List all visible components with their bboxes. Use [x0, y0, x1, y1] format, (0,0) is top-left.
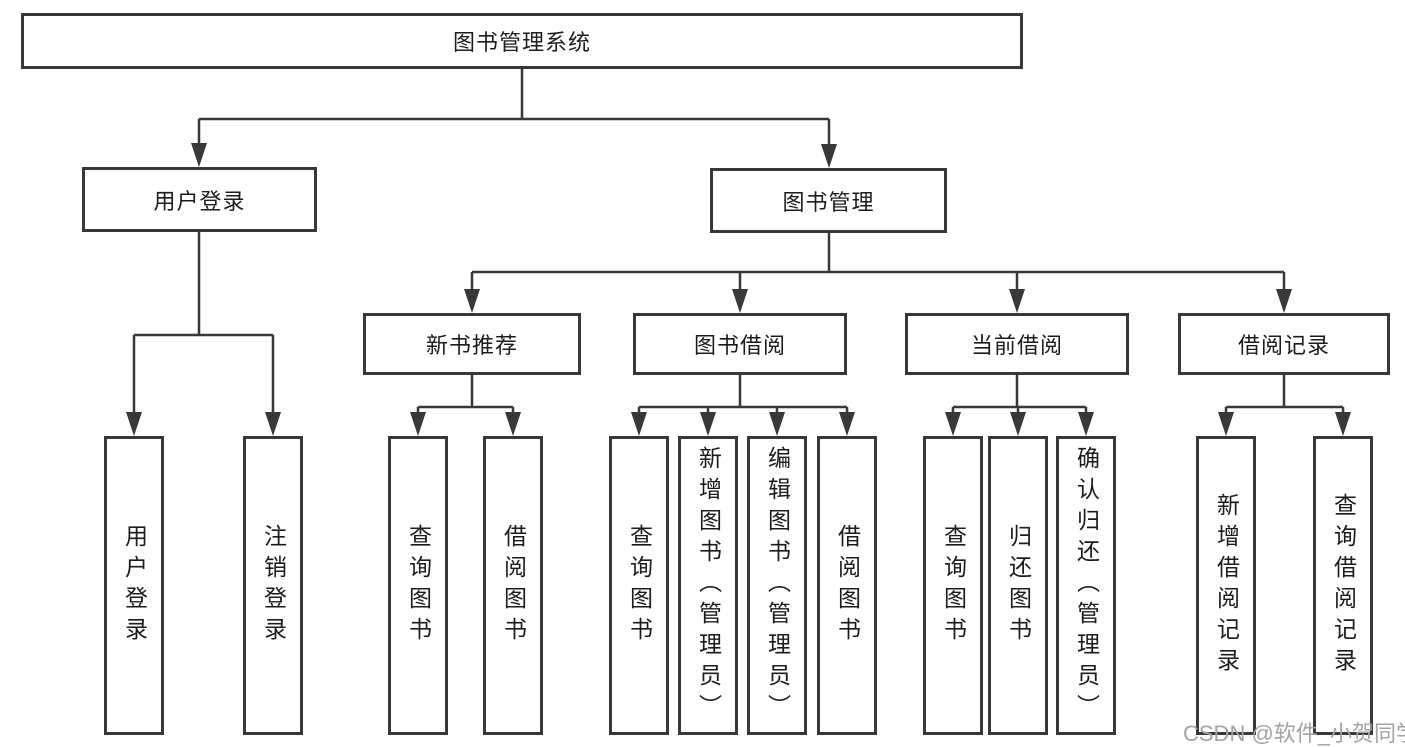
leaf-label: 查询借阅记录 [1330, 492, 1357, 679]
node-book-borrow-label: 图书借阅 [693, 333, 786, 358]
leaf-label: 用户登录 [121, 523, 148, 648]
node-current-borrow-label: 当前借阅 [970, 333, 1063, 358]
node-leaf-confirm-return-admin: 确认归还（管理员） [1056, 436, 1116, 735]
node-leaf-add-book-admin: 新增图书（管理员） [678, 436, 738, 735]
node-leaf-query-book-2: 查询图书 [609, 436, 669, 735]
leaf-label: 确认归还（管理员） [1073, 446, 1100, 725]
node-book-management: 图书管理 [710, 168, 947, 233]
node-user-login: 用户登录 [82, 167, 317, 232]
node-leaf-return-book: 归还图书 [988, 436, 1048, 735]
node-book-borrow: 图书借阅 [633, 313, 847, 375]
leaf-label: 查询图书 [405, 523, 432, 648]
leaf-label: 新增图书（管理员） [695, 446, 722, 725]
node-borrow-records-label: 借阅记录 [1237, 333, 1330, 358]
leaf-label: 查询图书 [626, 523, 653, 648]
leaf-label: 注销登录 [260, 523, 287, 648]
node-new-book-recommend: 新书推荐 [363, 313, 581, 375]
node-borrow-records: 借阅记录 [1178, 313, 1390, 375]
node-root-label: 图书管理系统 [452, 30, 591, 55]
leaf-label: 新增借阅记录 [1213, 492, 1240, 679]
node-book-management-label: 图书管理 [782, 189, 875, 215]
node-leaf-borrow-book-1: 借阅图书 [483, 436, 543, 735]
node-user-login-label: 用户登录 [153, 188, 246, 214]
leaf-label: 借阅图书 [500, 523, 527, 648]
leaf-label: 编辑图书（管理员） [764, 446, 791, 725]
node-leaf-query-book-3: 查询图书 [923, 436, 983, 735]
node-leaf-logout: 注销登录 [243, 436, 303, 735]
node-leaf-edit-book-admin: 编辑图书（管理员） [747, 436, 807, 735]
node-leaf-query-borrow-record: 查询借阅记录 [1313, 436, 1373, 735]
leaf-label: 归还图书 [1005, 523, 1032, 648]
node-leaf-add-borrow-record: 新增借阅记录 [1196, 436, 1256, 735]
node-new-book-recommend-label: 新书推荐 [425, 333, 518, 358]
node-current-borrow: 当前借阅 [905, 313, 1129, 375]
node-leaf-user-login: 用户登录 [104, 436, 164, 735]
node-root-library-management-system: 图书管理系统 [21, 13, 1023, 69]
node-leaf-borrow-book-2: 借阅图书 [817, 436, 877, 735]
csdn-watermark: CSDN @软件_小贺同学 [1183, 721, 1405, 746]
leaf-label: 查询图书 [940, 523, 967, 648]
node-leaf-query-book-1: 查询图书 [388, 436, 448, 735]
leaf-label: 借阅图书 [834, 523, 861, 648]
